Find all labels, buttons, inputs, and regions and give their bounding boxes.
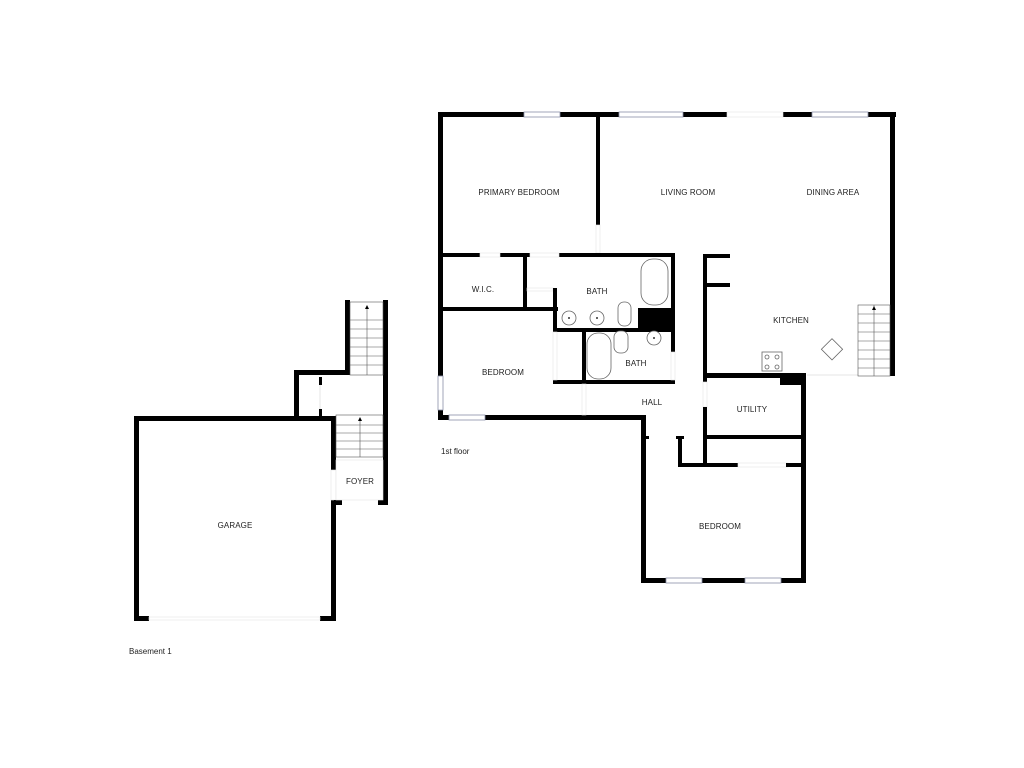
shaft (638, 308, 675, 330)
arrow-up-icon (872, 306, 876, 310)
interior-wall (703, 283, 730, 287)
doorway (529, 252, 560, 258)
exterior-wall (134, 416, 139, 621)
interior-wall (676, 436, 684, 439)
first-floor-plan: PRIMARY BEDROOM LIVING ROOM DINING AREA … (437, 111, 896, 584)
room-label-bedroom-2: BEDROOM (699, 522, 741, 531)
window (665, 577, 703, 584)
interior-wall (438, 307, 558, 311)
exterior-wall (641, 578, 806, 583)
exterior-wall (134, 416, 335, 421)
exterior-wall (334, 500, 342, 505)
exterior-wall (890, 112, 895, 376)
interior-wall (678, 463, 738, 467)
doorway (737, 462, 789, 468)
window (437, 375, 444, 411)
room-label-bedroom: BEDROOM (482, 368, 524, 377)
exterior-wall (294, 370, 349, 375)
interior-wall (553, 328, 675, 332)
floor-label-basement-1: Basement 1 (129, 647, 172, 656)
room-label-dining-area: DINING AREA (807, 188, 860, 197)
interior-wall (678, 436, 682, 467)
interior-wall (703, 373, 806, 378)
exterior-wall (345, 300, 350, 375)
toilet-icon (617, 301, 632, 327)
interior-wall (582, 328, 586, 384)
room-label-garage: GARAGE (218, 521, 253, 530)
exterior-wall (378, 500, 388, 505)
bathtub-icon (586, 332, 612, 380)
room-label-living-room: LIVING ROOM (661, 188, 716, 197)
exterior-wall (438, 112, 443, 420)
interior-wall (703, 254, 730, 258)
interior-wall (500, 253, 530, 257)
exterior-wall (641, 415, 646, 582)
exterior-wall (294, 370, 299, 420)
interior-wall (559, 253, 675, 257)
foyer-area (335, 459, 384, 501)
room-label-bath: BATH (586, 287, 607, 296)
exterior-wall (331, 416, 336, 621)
interior-wall (438, 253, 480, 257)
sliding-door (726, 111, 784, 118)
door-jamb (319, 409, 322, 417)
interior-wall (553, 288, 557, 333)
interior-wall (703, 435, 806, 439)
arrow-up-icon (365, 305, 369, 309)
room-label-wic: W.I.C. (472, 285, 494, 294)
exterior-wall (801, 373, 806, 583)
room-label-foyer: FOYER (346, 477, 374, 486)
window (618, 111, 684, 118)
exterior-wall (383, 300, 388, 505)
window (811, 111, 869, 118)
interior-wall (553, 380, 675, 384)
interior-wall (596, 112, 600, 225)
closet-opening (552, 331, 558, 381)
exterior-wall (438, 415, 646, 420)
window (744, 577, 782, 584)
interior-wall (786, 463, 806, 467)
arrow-up-icon (358, 417, 362, 421)
doorway (581, 383, 587, 416)
door-jamb (643, 436, 649, 439)
door-jamb (319, 377, 322, 385)
basement-plan: FOYER GARAGE Basement 1 (129, 300, 388, 656)
interior-wall (703, 254, 707, 382)
column (780, 373, 806, 385)
doorway (479, 252, 501, 258)
staircase (349, 301, 384, 376)
room-label-kitchen: KITCHEN (773, 316, 809, 325)
room-label-utility: UTILITY (737, 405, 768, 414)
interior-wall (671, 253, 675, 353)
kitchen-sink-icon (820, 338, 844, 361)
room-label-hall: HALL (642, 398, 663, 407)
doorway (595, 224, 601, 254)
interior-wall (523, 253, 527, 309)
doorway (526, 287, 554, 292)
floor-label-1st-floor: 1st floor (441, 447, 470, 456)
staircase (335, 414, 384, 458)
room-label-primary-bedroom: PRIMARY BEDROOM (478, 188, 559, 197)
staircase (857, 304, 891, 377)
window (523, 111, 561, 118)
doorway (702, 381, 708, 408)
room-label-bath-2: BATH (625, 359, 646, 368)
exterior-wall (134, 616, 149, 621)
doorway (670, 351, 676, 381)
doorway (330, 469, 337, 501)
bathtub-icon (640, 258, 669, 306)
toilet-icon (613, 330, 629, 354)
garage-door (148, 616, 321, 621)
window (448, 414, 486, 421)
exterior-wall (320, 616, 336, 621)
